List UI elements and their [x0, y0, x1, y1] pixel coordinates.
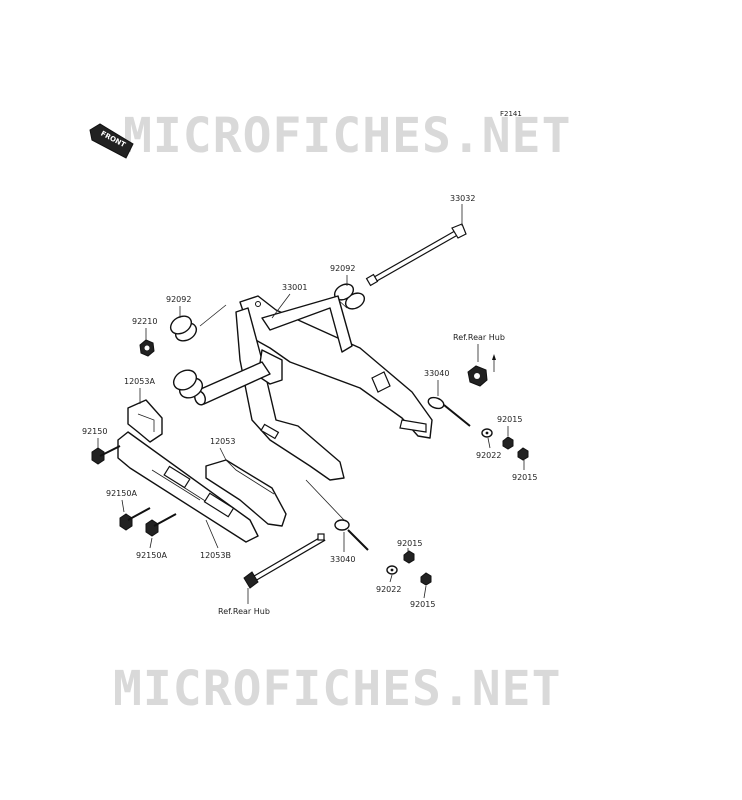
swingarm-33001[interactable] [193, 295, 433, 481]
callout-92092-right: 92092 [330, 264, 355, 273]
callout-92150A-top: 92150A [106, 489, 137, 498]
bolt-92150A-bottom[interactable] [145, 513, 177, 537]
callout-ref-rear-hub-top: Ref.Rear Hub [453, 333, 505, 342]
axle-nut[interactable] [467, 354, 496, 387]
chain-guide-12053B[interactable] [117, 431, 259, 543]
callout-33040-top: 33040 [424, 369, 449, 378]
callout-ref-rear-hub-bottom: Ref.Rear Hub [218, 607, 270, 616]
nut-92015-c[interactable] [403, 550, 415, 564]
callout-33040-bottom: 33040 [330, 555, 355, 564]
callout-92015-d: 92015 [410, 600, 435, 609]
chain-adjuster-33040-top[interactable] [427, 396, 471, 427]
nut-92015-b[interactable] [517, 447, 529, 461]
leader-lines [97, 204, 525, 604]
callout-12053A: 12053A [124, 377, 155, 386]
bushing-swingarm-pivot[interactable] [170, 366, 206, 402]
callout-92015-a: 92015 [497, 415, 522, 424]
chain-adjuster-33040-bottom[interactable] [334, 519, 369, 551]
callout-92150A-bottom: 92150A [136, 551, 167, 560]
nut-92015-d[interactable] [420, 572, 432, 586]
bolt-92150[interactable] [91, 445, 121, 465]
callout-92015-c: 92015 [397, 539, 422, 548]
chain-guard-12053[interactable] [205, 459, 287, 527]
nut-92015-a[interactable] [502, 436, 514, 450]
callout-92022-bottom: 92022 [376, 585, 401, 594]
watermark-bottom: MICROFICHES.NET [113, 661, 561, 717]
collar-92092-right[interactable] [332, 281, 367, 312]
callout-12053: 12053 [210, 437, 235, 446]
callout-12053B: 12053B [200, 551, 231, 560]
nut-92210[interactable] [139, 339, 155, 357]
callout-33032: 33032 [450, 194, 475, 203]
callout-33001: 33001 [282, 283, 307, 292]
chain-slipper-12053A[interactable] [127, 399, 163, 443]
callout-92092-left: 92092 [166, 295, 191, 304]
callout-92210: 92210 [132, 317, 157, 326]
bolt-92150A-top[interactable] [119, 507, 151, 531]
callout-92015-b: 92015 [512, 473, 537, 482]
pivot-shaft-33032[interactable] [365, 223, 467, 287]
washer-92022-top[interactable] [481, 428, 493, 438]
figure-id: F2141 [500, 110, 522, 118]
collar-92092-left[interactable] [167, 313, 199, 345]
rear-axle-bolt[interactable] [243, 533, 326, 589]
watermark-top: MICROFICHES.NET [123, 108, 571, 164]
washer-92022-bottom[interactable] [386, 565, 398, 575]
callout-92150: 92150 [82, 427, 107, 436]
callout-92022-top: 92022 [476, 451, 501, 460]
